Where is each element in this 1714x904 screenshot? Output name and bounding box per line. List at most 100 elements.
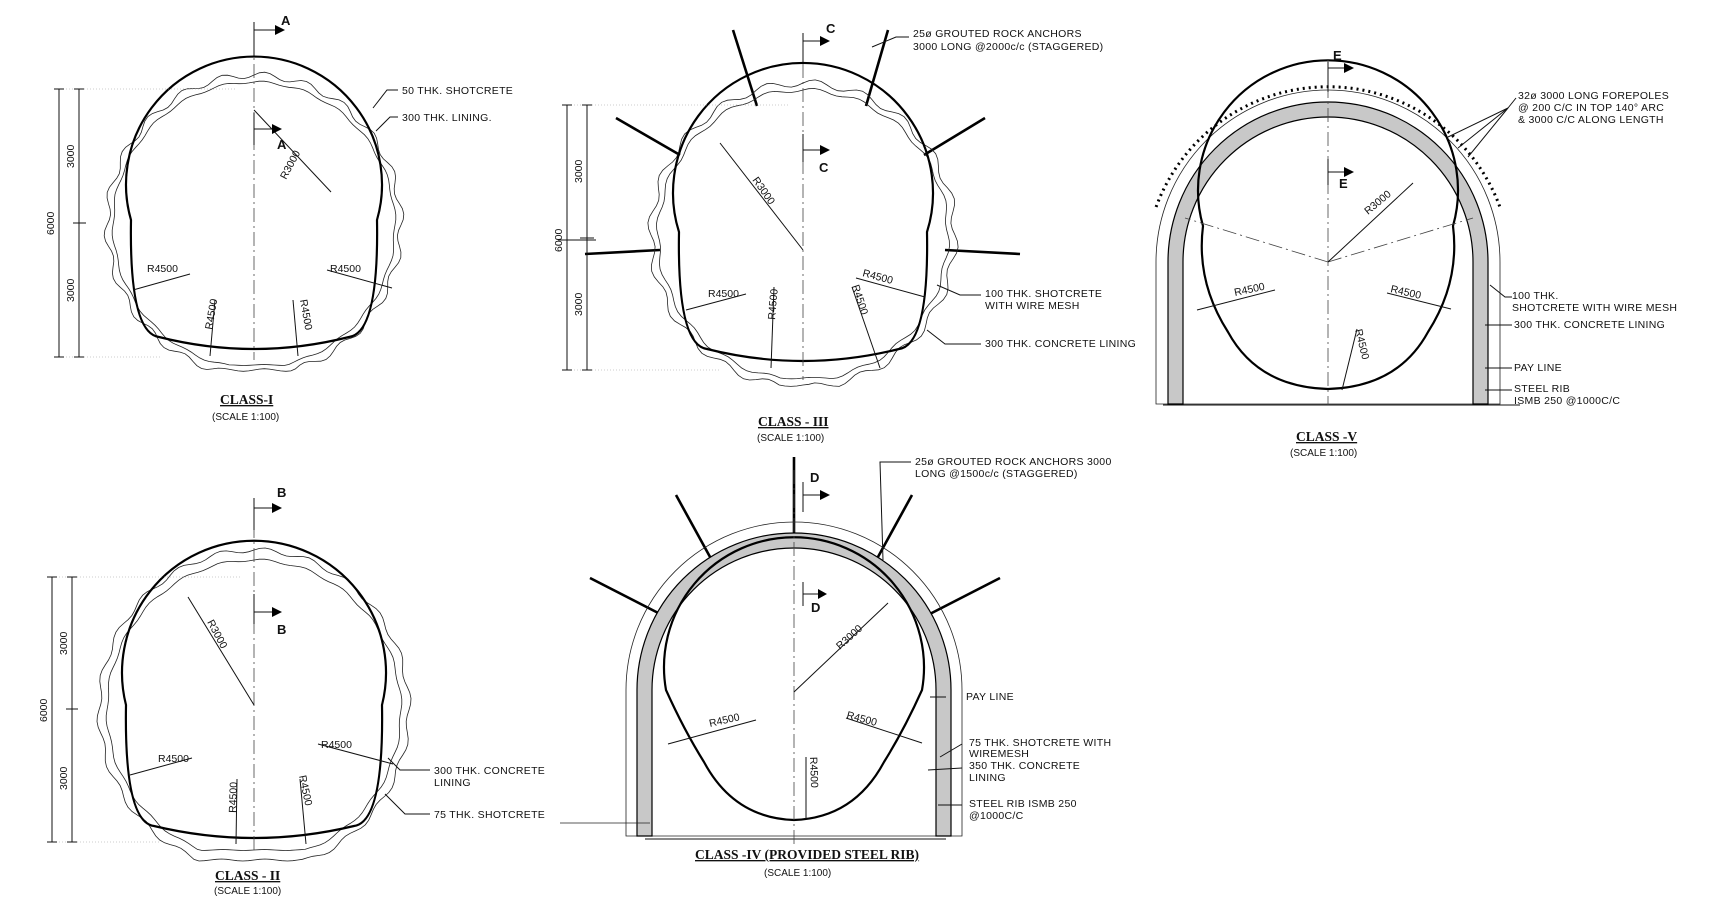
class5-section-marker-top [1327, 62, 1354, 92]
class3-section: R3000 R4500 R4500 R4500 R4500 3000 3000 … [553, 21, 1136, 444]
class3-crown-radius: R3000 [750, 175, 778, 207]
class5-note-forepoles: 32ø 3000 LONG FOREPOLES [1518, 90, 1669, 102]
class1-side-radius-left: R4500 [147, 263, 178, 275]
class5-section-marker-e2: E [1339, 176, 1348, 191]
class2-side-radius-left: R4500 [158, 753, 189, 765]
class5-note-rib-2: ISMB 250 @1000C/C [1514, 395, 1620, 407]
class1-left-radius-line [132, 273, 191, 291]
class1-note-lining: 300 THK. LINING. [402, 112, 492, 124]
class4-section-marker-mid [802, 582, 827, 606]
class5-note-shotcrete: 100 THK. [1512, 290, 1559, 302]
class1-excavation-line [103, 71, 405, 372]
class4-invert-radius: R4500 [807, 757, 820, 789]
class4-crown-radius: R3000 [834, 623, 865, 653]
class5-note-forepoles-3: & 3000 C/C ALONG LENGTH [1518, 114, 1664, 126]
class4-note-rib: STEEL RIB ISMB 250 [969, 798, 1077, 810]
class2-dim-upper: 3000 [58, 631, 70, 655]
class3-tunnel-intrados [671, 61, 935, 363]
class3-leader-shotcrete [936, 284, 981, 296]
class5-right-radius-line [1386, 292, 1452, 310]
class5-left-spring-line [1184, 217, 1329, 263]
class3-title: CLASS - III [758, 414, 829, 429]
class5-invert-radius-line [1341, 328, 1358, 391]
class4-steel-rib [636, 532, 952, 837]
class5-section-marker-mid [1327, 159, 1354, 185]
class5-leader-forepoles [1447, 97, 1517, 158]
class5-side-radius-right: R4500 [1389, 283, 1422, 302]
class3-excavation-line [647, 79, 959, 387]
class3-dim-total: 6000 [553, 228, 565, 252]
class2-section: R3000 R4500 R4500 R4500 R4500 3000 3000 … [38, 485, 545, 897]
class2-tunnel-intrados [120, 539, 388, 840]
class2-crown-radius-line [187, 596, 255, 706]
class4-section-marker-d1: D [810, 470, 819, 485]
class4-side-radius-left: R4500 [708, 711, 741, 730]
class2-note-lining: 300 THK. CONCRETE [434, 765, 545, 777]
class3-invert-radius-left: R4500 [766, 288, 781, 320]
class3-invert-left-line [770, 286, 775, 369]
class2-right-radius-line [317, 743, 394, 765]
class3-section-marker-top [802, 33, 830, 62]
class4-leader-lining [927, 767, 963, 771]
class2-leader-lining [387, 757, 430, 771]
class5-excavation-outline [1155, 89, 1501, 405]
class5-crown-radius-line [1327, 182, 1414, 263]
class2-invert-radius-right: R4500 [296, 774, 314, 807]
class2-crown-radius: R3000 [204, 618, 229, 651]
class1-dim-upper: 3000 [65, 144, 77, 168]
class4-note-shotcrete-2: WIREMESH [969, 748, 1029, 760]
class2-left-radius-line [129, 757, 193, 776]
class4-note-lining: 350 THK. CONCRETE [969, 760, 1080, 772]
class4-scale: (SCALE 1:100) [764, 868, 831, 879]
class3-dimension-lines [558, 104, 790, 371]
class4-note-shotcrete: 75 THK. SHOTCRETE WITH [969, 737, 1111, 749]
class5-invert-radius: R4500 [1352, 328, 1371, 361]
class4-excavation-outline [625, 521, 963, 837]
class2-title: CLASS - II [215, 868, 280, 883]
class2-leader-shotcrete [384, 793, 430, 815]
class1-invert-right-line [292, 299, 299, 357]
class4-crown-radius-line [793, 602, 889, 693]
class5-note-forepoles-2: @ 200 C/C IN TOP 140° ARC [1518, 102, 1664, 114]
class3-side-radius-left: R4500 [708, 288, 739, 300]
class2-section-marker-top [253, 498, 282, 530]
class4-title: CLASS -IV (PROVIDED STEEL RIB) [695, 847, 919, 862]
class1-leader-lining [375, 116, 398, 132]
class1-section: R3000 R4500 R4500 R4500 R4500 3000 3000 … [45, 13, 513, 423]
class3-left-radius-line [685, 293, 747, 311]
class1-section-marker-top [253, 22, 285, 56]
class5-note-shotcrete-2: SHOTCRETE WITH WIRE MESH [1512, 302, 1677, 314]
class4-section: R3000 R4500 R4500 R4500 D D 25ø GROUTED … [560, 456, 1112, 879]
class1-dim-lower: 3000 [65, 278, 77, 302]
class3-dim-lower: 3000 [573, 292, 585, 316]
class3-note-anchors: 25ø GROUTED ROCK ANCHORS [913, 28, 1082, 40]
class1-tunnel-intrados [124, 55, 384, 351]
class2-section-marker-b1: B [277, 485, 286, 500]
class5-steel-rib [1167, 101, 1489, 405]
class4-note-lining-2: LINING [969, 772, 1006, 784]
class2-side-radius-right: R4500 [321, 739, 352, 751]
class1-dim-total: 6000 [45, 211, 57, 235]
class3-note-anchors-2: 3000 LONG @2000c/c (STAGGERED) [913, 41, 1103, 53]
class3-note-shotcrete-2: WITH WIRE MESH [985, 300, 1080, 312]
class2-note-lining-2: LINING [434, 777, 471, 789]
class1-side-radius-right: R4500 [330, 263, 361, 275]
class3-section-marker-mid [802, 134, 830, 162]
class5-leader-shotcrete [1489, 284, 1512, 298]
class2-dim-lower: 3000 [58, 766, 70, 790]
class1-shotcrete-line [111, 80, 397, 366]
class1-scale: (SCALE 1:100) [212, 412, 279, 423]
class4-note-anchors: 25ø GROUTED ROCK ANCHORS 3000 [915, 456, 1112, 468]
class4-side-radius-right: R4500 [845, 709, 878, 729]
class1-note-shotcrete: 50 THK. SHOTCRETE [402, 85, 513, 97]
class2-dimension-lines [47, 576, 240, 843]
class5-title: CLASS -V [1296, 429, 1357, 444]
class4-leader-anchors [879, 461, 911, 561]
class1-invert-left-line [209, 299, 216, 357]
class1-title: CLASS-I [220, 392, 273, 407]
class1-section-marker-a1: A [281, 13, 291, 28]
class3-note-shotcrete: 100 THK. SHOTCRETE [985, 288, 1102, 300]
class2-scale: (SCALE 1:100) [214, 886, 281, 897]
class5-section-marker-e1: E [1333, 48, 1342, 63]
class1-invert-radius-right: R4500 [297, 298, 314, 331]
